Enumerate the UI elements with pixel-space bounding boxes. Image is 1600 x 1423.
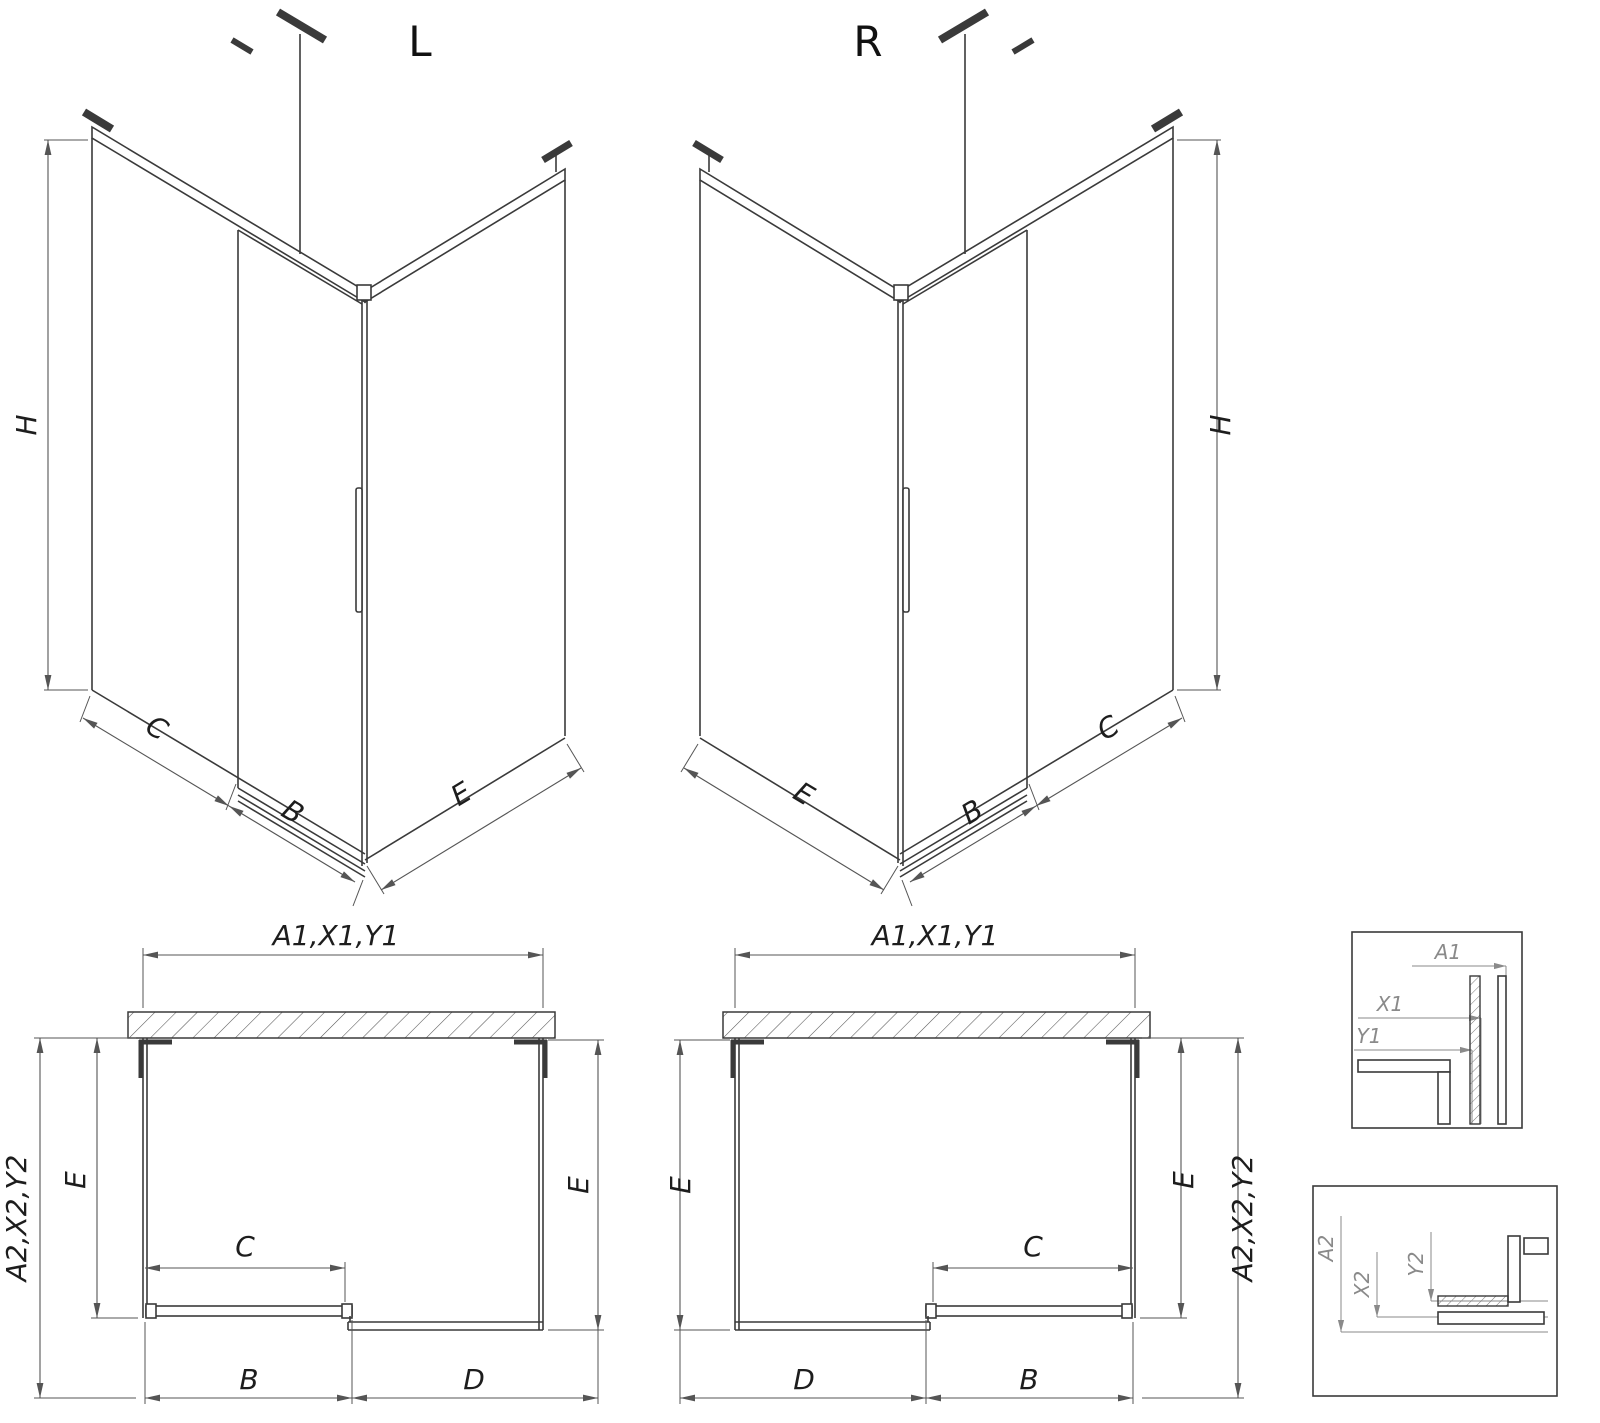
detail-view-top: A1 X1 Y1 xyxy=(1351,931,1523,1129)
plan-left-dim-b: B xyxy=(239,1363,258,1396)
detail-bottom-dim-a2: A2 xyxy=(1314,1235,1338,1263)
plan-right-dim-b: B xyxy=(1019,1363,1038,1396)
plan-right-dim-width: A1,X1,Y1 xyxy=(870,919,999,952)
wall-section-hatched xyxy=(127,1011,556,1039)
detail-bottom-dim-y2: Y2 xyxy=(1404,1252,1428,1277)
detail-top-dim-x1: X1 xyxy=(1376,992,1403,1016)
wall-section-hatched xyxy=(722,1011,1151,1039)
plan-right-dim-depth-total: A2,X2,Y2 xyxy=(1226,1155,1259,1284)
detail-top-dim-a1: A1 xyxy=(1433,940,1461,964)
plan-left-dim-width: A1,X1,Y1 xyxy=(271,919,400,952)
iso-view-left: H C B E L xyxy=(10,8,585,907)
iso-left-dim-h: H xyxy=(10,414,43,435)
iso-right-title: R xyxy=(853,17,882,66)
door-handle xyxy=(902,487,910,613)
plan-view-right: A1,X1,Y1 A2,X2,Y2 E E C D B xyxy=(664,919,1259,1404)
iso-view-right: H C B E R xyxy=(680,8,1237,907)
plan-left-dim-e-left: E xyxy=(59,1171,92,1189)
plan-view-left: A1,X1,Y1 A2,X2,Y2 E E C B D xyxy=(0,919,604,1404)
detail-bottom-dim-x2: X2 xyxy=(1350,1271,1374,1298)
plan-right-dim-c: C xyxy=(1023,1230,1043,1263)
plan-right-dim-d: D xyxy=(793,1363,815,1396)
plan-left-dim-c: C xyxy=(235,1230,255,1263)
detail-top-dim-y1: Y1 xyxy=(1357,1024,1382,1048)
plan-left-dim-d: D xyxy=(463,1363,485,1396)
iso-right-dim-h: H xyxy=(1204,414,1237,435)
plan-left-dim-e-right: E xyxy=(562,1176,595,1194)
plan-left-dim-depth-total: A2,X2,Y2 xyxy=(0,1155,33,1284)
door-handle xyxy=(355,487,363,613)
detail-view-bottom: A2 X2 Y2 xyxy=(1312,1185,1558,1397)
plan-right-dim-e-right: E xyxy=(1167,1171,1200,1189)
iso-left-title: L xyxy=(408,17,432,66)
plan-right-dim-e-left: E xyxy=(664,1176,697,1194)
